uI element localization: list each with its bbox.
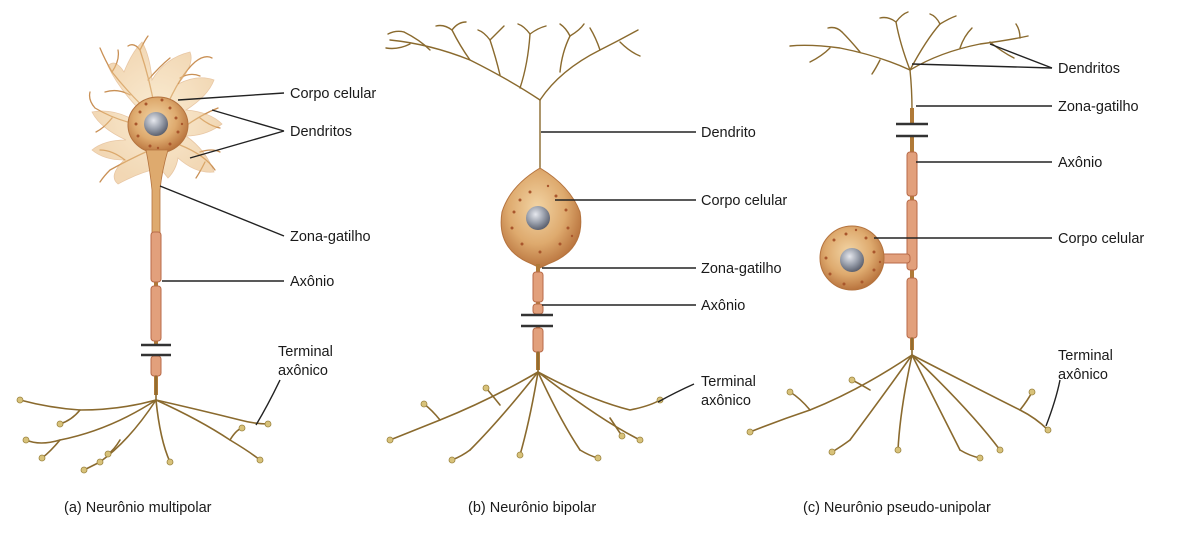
multipolar-soma-granules bbox=[134, 98, 184, 150]
bipolar-cell-body-label: Corpo celular bbox=[701, 193, 787, 209]
pseudounipolar-myelin-sheath bbox=[906, 151, 918, 339]
bipolar-nucleus bbox=[526, 206, 550, 230]
bipolar-caption: (b) Neurônio bipolar bbox=[468, 500, 596, 516]
pseudounipolar-axon-terminals bbox=[746, 337, 1052, 462]
multipolar-axon-terminal-label-line1: Terminal bbox=[278, 344, 333, 360]
pseudounipolar-nucleus bbox=[840, 248, 864, 272]
bipolar-axon-label: Axônio bbox=[701, 298, 745, 314]
bipolar-axon-terminal-label-line2: axônico bbox=[701, 393, 751, 409]
multipolar-myelin-sheath bbox=[150, 231, 162, 377]
pseudounipolar-neuron-panel: Dendritos Zona-gatilho Axônio Corpo celu… bbox=[746, 11, 1144, 516]
pseudounipolar-dendrites-label: Dendritos bbox=[1058, 61, 1120, 77]
multipolar-nucleus bbox=[144, 112, 168, 136]
pseudounipolar-axon-terminal-label-line1: Terminal bbox=[1058, 348, 1113, 364]
multipolar-dendrites-label: Dendritos bbox=[290, 124, 352, 140]
multipolar-neuron-panel: Corpo celular Dendritos Zona-gatilho Axô… bbox=[16, 35, 376, 516]
bipolar-axon-terminal-label-line1: Terminal bbox=[701, 374, 756, 390]
pseudounipolar-trigger-zone-label: Zona-gatilho bbox=[1058, 99, 1139, 115]
bipolar-axon-cut-mark bbox=[520, 313, 554, 328]
multipolar-axon-cut-mark bbox=[140, 343, 172, 357]
multipolar-cell-body-label: Corpo celular bbox=[290, 86, 376, 102]
pseudounipolar-dendrites bbox=[789, 11, 1029, 111]
pseudounipolar-caption: (c) Neurônio pseudo-unipolar bbox=[803, 500, 991, 516]
multipolar-trigger-zone-label: Zona-gatilho bbox=[290, 229, 371, 245]
multipolar-caption: (a) Neurônio multipolar bbox=[64, 500, 212, 516]
bipolar-neuron-panel: Dendrito Corpo celular Zona-gatilho Axôn… bbox=[385, 21, 787, 516]
bipolar-leader-lines bbox=[541, 131, 696, 403]
pseudounipolar-axon-label: Axônio bbox=[1058, 155, 1102, 171]
pseudounipolar-leader-lines bbox=[874, 43, 1061, 427]
bipolar-myelin-sheath bbox=[532, 271, 544, 353]
pseudounipolar-stem-process bbox=[879, 253, 911, 264]
bipolar-axon-terminals bbox=[386, 351, 664, 464]
bipolar-dendrite-label: Dendrito bbox=[701, 125, 756, 141]
pseudounipolar-soma-granules bbox=[824, 228, 882, 286]
multipolar-axon-terminals bbox=[16, 375, 272, 474]
pseudounipolar-axon-terminal-label-line2: axônico bbox=[1058, 367, 1108, 383]
bipolar-dendritic-tree bbox=[385, 21, 641, 176]
pseudounipolar-axon-cut-mark bbox=[894, 122, 930, 138]
multipolar-axon-terminal-label-line2: axônico bbox=[278, 363, 328, 379]
multipolar-axon-hillock bbox=[145, 149, 169, 241]
multipolar-axon-label: Axônio bbox=[290, 274, 334, 290]
pseudounipolar-cell-body-label: Corpo celular bbox=[1058, 231, 1144, 247]
multipolar-leader-lines bbox=[159, 92, 285, 426]
bipolar-soma-granules bbox=[510, 184, 574, 254]
bipolar-trigger-zone-label: Zona-gatilho bbox=[701, 261, 782, 277]
